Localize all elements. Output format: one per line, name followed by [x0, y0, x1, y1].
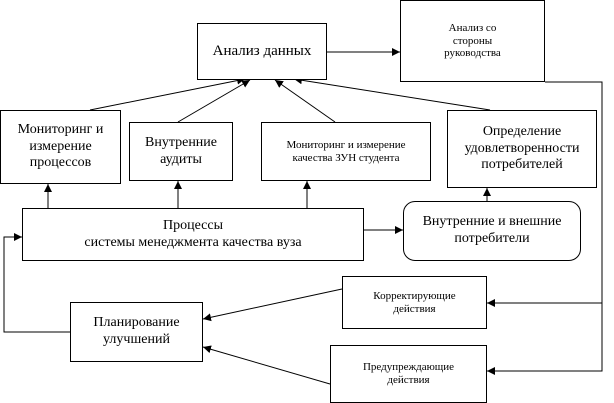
box-internal-audits: Внутренние аудиты: [129, 122, 233, 181]
box-corrective: Корректирующие действия: [342, 276, 487, 329]
label-preventive: Предупреждающие действия: [362, 361, 455, 386]
box-management-analysis: Анализ со стороны руководства: [400, 0, 545, 82]
box-process-monitoring: Мониторинг и измерение процессов: [0, 110, 121, 184]
box-satisfaction: Определение удовлетворенности потребител…: [447, 110, 597, 188]
box-processes: Процессы системы менеджмента качества ву…: [22, 208, 364, 261]
label-processes: Процессы системы менеджмента качества ву…: [84, 217, 302, 250]
label-data-analysis: Анализ данных: [212, 42, 312, 59]
label-satisfaction: Определение удовлетворенности потребител…: [464, 124, 580, 173]
box-consumers: Внутренние и внешние потребители: [403, 201, 581, 261]
arrow-student-monitoring-to-data-analysis: [274, 79, 336, 123]
label-improvement: Планирование улучшений: [93, 315, 180, 347]
box-student-monitoring: Мониторинг и измерение качества ЗУН студ…: [261, 122, 431, 181]
arrow-improvement-to-processes: [3, 233, 70, 333]
box-preventive: Предупреждающие действия: [330, 345, 487, 403]
label-consumers: Внутренние и внешние потребители: [422, 214, 562, 246]
arrow-internal-audits-to-data-analysis: [177, 79, 251, 123]
label-internal-audits: Внутренние аудиты: [144, 134, 218, 167]
label-corrective: Корректирующие действия: [373, 289, 456, 315]
arrow-preventive-to-improvement: [202, 345, 331, 385]
box-improvement: Планирование улучшений: [70, 302, 203, 362]
label-management-analysis: Анализ со стороны руководства: [444, 21, 501, 60]
label-process-monitoring: Мониторинг и измерение процессов: [17, 122, 104, 171]
arrow-corrective-to-improvement: [202, 288, 343, 322]
box-data-analysis: Анализ данных: [197, 23, 327, 80]
arrow-management-to-preventive: [487, 303, 603, 375]
label-student-monitoring: Мониторинг и измерение качества ЗУН студ…: [286, 138, 406, 164]
arrow-management-to-corrective: [487, 81, 603, 307]
arrow-satisfaction-to-data-analysis: [293, 76, 491, 111]
arrow-process-monitoring-to-data-analysis: [89, 76, 246, 111]
